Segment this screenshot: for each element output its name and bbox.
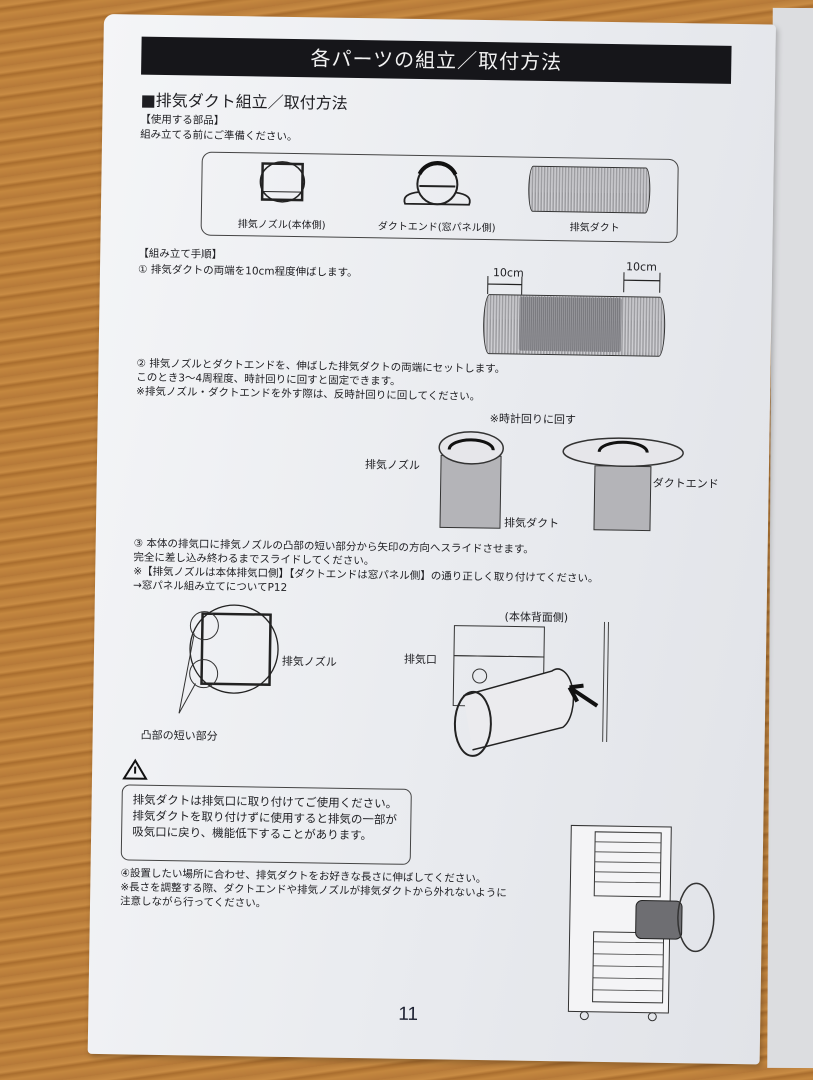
label-exhaust-nozzle: 排気ノズル	[364, 458, 421, 473]
parts-box: 排気ノズル(本体側) ダクトエンド(窓パネル側) 排気ダクト	[200, 151, 679, 244]
label-short-part: 凸部の短い部分	[140, 728, 218, 743]
page-number: 11	[398, 1003, 419, 1026]
dimension-arrows	[487, 272, 661, 295]
step3-link[interactable]: →窓パネル組み立てについてP12	[132, 579, 288, 594]
manual-page: 各パーツの組立／取付方法 ■排気ダクト組立／取付方法 【使用する部品】 組み立て…	[87, 14, 776, 1065]
label-nozzle-front: 排気ノズル	[281, 654, 337, 669]
part-exhaust-nozzle: 排気ノズル(本体側)	[207, 159, 358, 232]
section-title: ■排気ダクト組立／取付方法	[140, 90, 348, 113]
duct-end-icon	[403, 161, 471, 206]
next-page-edge	[767, 7, 813, 1069]
step1-text: ① 排気ダクトの両端を10cm程度伸ばします。	[137, 263, 358, 280]
warning-box: 排気ダクトは排気口に取り付けてご使用ください。 排気ダクトを取り付けずに使用する…	[120, 784, 412, 865]
step4-line3: 注意しながら行ってください。	[119, 895, 267, 910]
part-duct-end: ダクトエンド(窓パネル側)	[362, 161, 513, 234]
compressed-duct-section	[518, 296, 622, 353]
parts-intro: 組み立てる前にご準備ください。	[140, 128, 298, 144]
rotate-note: ※時計回りに回す	[489, 412, 577, 427]
warning-line3: 吸気口に戻り、機能低下することがあります。	[132, 824, 373, 843]
unit-with-duct-illustration	[567, 824, 715, 1022]
part-exhaust-duct: 排気ダクト	[520, 164, 671, 235]
nozzle-attach-illustration	[438, 431, 684, 532]
parts-heading: 【使用する部品】	[140, 113, 225, 127]
dim-right-label: 10cm	[625, 260, 657, 274]
step2-line3: ※排気ノズル・ダクトエンドを外す際は、反時計回りに回してください。	[135, 385, 481, 403]
nozzle-front-diagram	[178, 604, 279, 714]
unit-rear-attach-illustration	[452, 621, 610, 757]
procedure-heading: 【組み立て手順】	[138, 247, 223, 261]
label-duct-end: ダクトエンド	[652, 476, 719, 491]
warning-triangle-icon	[122, 758, 148, 780]
exhaust-nozzle-icon	[259, 161, 306, 203]
label-exhaust-port: 排気口	[403, 652, 437, 667]
page-title: 各パーツの組立／取付方法	[141, 36, 732, 84]
exhaust-duct-icon	[527, 165, 651, 214]
label-exhaust-duct: 排気ダクト	[503, 516, 560, 531]
